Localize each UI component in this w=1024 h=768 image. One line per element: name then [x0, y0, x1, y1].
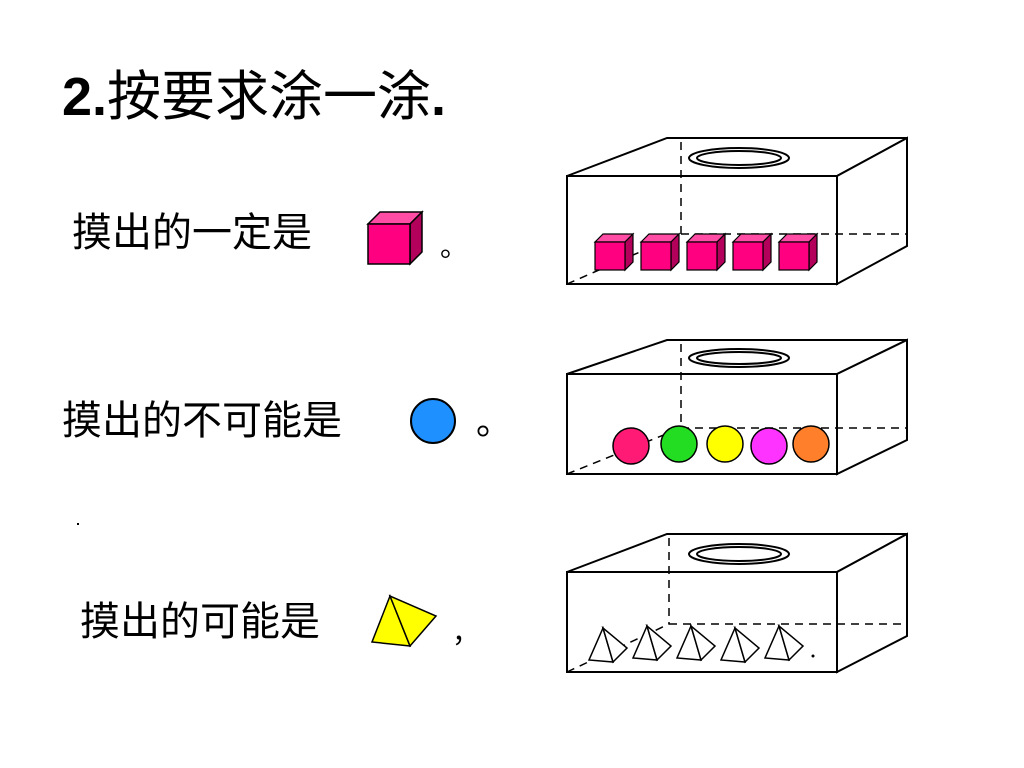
box-cube-3	[685, 232, 727, 272]
box-pyramid-4	[719, 625, 761, 664]
sphere-icon	[410, 398, 456, 444]
box-pyramid-dot	[811, 654, 815, 658]
box-pyramid-2	[631, 623, 673, 662]
box-cube-5	[777, 232, 819, 272]
box-pyramid-5	[763, 623, 805, 662]
box-cube-2	[639, 232, 681, 272]
box-pyramid-3	[675, 623, 717, 662]
box-cube-4	[731, 232, 773, 272]
title-number: 2.	[62, 67, 108, 127]
box-spheres	[566, 338, 908, 476]
box-sphere-3	[706, 425, 744, 463]
box-cube-items	[593, 232, 819, 272]
pyramid-icon	[370, 594, 438, 648]
title-end-dot: .	[431, 67, 447, 127]
box-sphere-5	[792, 425, 830, 463]
row-1-text: 摸出的一定是	[72, 210, 312, 256]
row-3-text: 摸出的可能是	[80, 599, 320, 645]
row-2-text: 摸出的不可能是	[62, 398, 342, 444]
box-cube-1	[593, 232, 635, 272]
page-title: 2.按要求涂一涂.	[62, 62, 446, 132]
row-3-punct: ，	[452, 616, 481, 649]
title-text: 按要求涂一涂	[107, 65, 432, 128]
box-sphere-2	[660, 425, 698, 463]
stray-dot	[77, 523, 79, 525]
box-pyramids	[566, 532, 908, 674]
box-pyramid-1	[587, 625, 629, 664]
box-sphere-4	[750, 427, 788, 465]
box-cubes	[566, 136, 908, 286]
cube-icon	[366, 210, 424, 266]
box-sphere-items	[612, 425, 830, 465]
row-1-punct: 。	[440, 230, 469, 263]
box-pyramid-items	[587, 623, 805, 664]
row-2-punct: 。	[476, 402, 513, 443]
box-sphere-1	[612, 427, 650, 465]
